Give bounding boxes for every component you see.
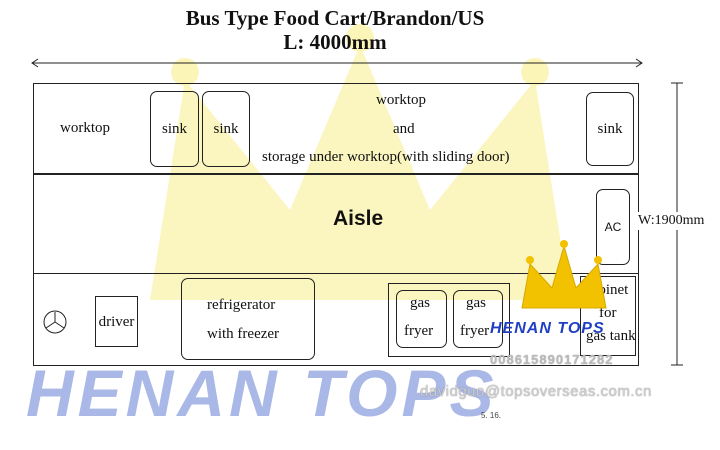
henan-tops-logo-text: HENAN TOPS [490, 320, 605, 337]
worktop-left-label: worktop [60, 120, 110, 136]
cabinet-label-2: for [599, 305, 617, 321]
width-label: W:1900mm [638, 212, 705, 230]
fryer-station [388, 283, 510, 357]
fryer-2-label-2: fryer [460, 323, 490, 339]
sink-2-label: sink [213, 121, 239, 137]
fridge-label-1: refrigerator [207, 297, 276, 313]
fryer-1-label-2: fryer [404, 323, 434, 339]
worktop-and-label: and [393, 121, 415, 137]
driver-label: driver [98, 313, 135, 330]
sink-right-label: sink [597, 121, 623, 137]
worktop-center-label: worktop [376, 92, 426, 108]
contact-email: davidguo@topsoverseas.com.cn [420, 383, 652, 400]
ac-label: AC [604, 220, 622, 234]
cabinet-label-3: gas tank [586, 328, 636, 344]
sink-2: sink [202, 91, 250, 167]
refrigerator [181, 278, 315, 360]
steering-wheel-icon [43, 310, 67, 334]
fryer-2-label-1: gas [466, 295, 486, 311]
aisle-label: Aisle [333, 207, 384, 230]
gas-fryer-1 [396, 290, 447, 348]
sink-1-label: sink [161, 121, 187, 137]
diagram-title: Bus Type Food Cart/Brandon/US [185, 6, 485, 30]
top-counter-zone [33, 83, 639, 174]
phone-number: 008615890171282 [490, 352, 614, 367]
fridge-label-2: with freezer [207, 326, 280, 342]
ac-unit: AC [596, 189, 630, 265]
driver-seat: driver [95, 296, 138, 347]
length-dimension-line [31, 58, 643, 68]
henan-tops-crown-icon [521, 240, 607, 309]
sink-right: sink [586, 92, 634, 166]
storage-label: storage under worktop(with sliding door) [262, 149, 510, 165]
page-number: 5. 16. [481, 411, 502, 420]
watermark-text: HENAN TOPS [26, 356, 498, 430]
gas-fryer-2 [453, 290, 503, 348]
diagram-length: L: 4000mm [283, 30, 387, 54]
sink-1: sink [150, 91, 199, 167]
fryer-1-label-1: gas [410, 295, 430, 311]
gas-tank-cabinet [580, 276, 636, 356]
